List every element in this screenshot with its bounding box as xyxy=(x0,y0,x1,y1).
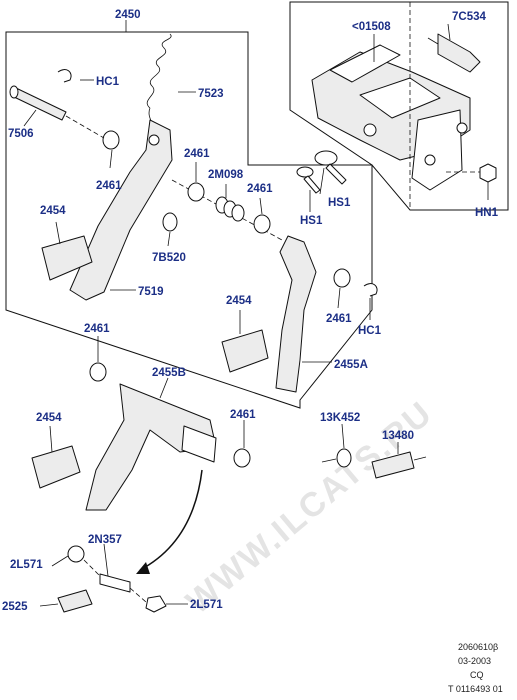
group-frame-2450 xyxy=(5,31,373,409)
label-2454-c: 2454 xyxy=(36,412,62,424)
pivot-pin xyxy=(9,85,67,121)
label-13k452: 13K452 xyxy=(320,412,360,424)
label-7506: 7506 xyxy=(8,128,34,140)
label-2454-a: 2454 xyxy=(40,205,66,217)
pedal-bracket xyxy=(311,44,471,191)
label-2461-b: 2461 xyxy=(96,180,122,192)
label-7b520: 7B520 xyxy=(152,252,186,264)
return-spring xyxy=(146,33,172,129)
label-hs1-a: HS1 xyxy=(328,197,351,209)
bush-5 xyxy=(89,362,107,382)
label-7523: 7523 xyxy=(198,88,224,100)
grommet-13k452 xyxy=(336,448,352,468)
footer-region: CQ xyxy=(470,670,484,680)
label-7c534: 7C534 xyxy=(452,11,486,23)
clip-hc1 xyxy=(57,69,72,83)
stop-bumper xyxy=(162,212,178,232)
bush-6 xyxy=(233,448,251,468)
label-2461-e: 2461 xyxy=(84,323,110,335)
label-2461-c: 2461 xyxy=(247,183,273,195)
label-2454-b: 2454 xyxy=(226,295,252,307)
label-2461-d: 2461 xyxy=(326,313,352,325)
bush xyxy=(102,130,120,150)
label-2450: 2450 xyxy=(115,9,141,21)
pedal-2455b xyxy=(85,383,215,511)
footer-date: 03-2003 xyxy=(458,656,491,666)
watermark: WWW.ILCATS.RU xyxy=(179,394,440,622)
label-2525: 2525 xyxy=(2,601,28,613)
label-2461-a: 2461 xyxy=(184,148,210,160)
switch-13480 xyxy=(371,451,415,479)
label-hs1-b: HS1 xyxy=(300,215,323,227)
label-13480: 13480 xyxy=(382,430,414,442)
clip-hc1-2 xyxy=(363,283,378,297)
label-hn1: HN1 xyxy=(475,207,499,219)
label-2455a: 2455A xyxy=(334,359,368,371)
label-hc1-bot: HC1 xyxy=(358,325,382,337)
brake-pedal xyxy=(275,235,317,393)
bracket-frame xyxy=(289,1,509,211)
bush-4 xyxy=(333,268,351,288)
bush-2 xyxy=(187,182,205,202)
label-2l571-b: 2L571 xyxy=(190,599,223,611)
footer-id: T 0116493 01 xyxy=(448,684,503,694)
label-2461-f: 2461 xyxy=(230,409,256,421)
label-2n357: 2N357 xyxy=(88,534,122,546)
brake-light-switch xyxy=(427,33,481,73)
label-2455b: 2455B xyxy=(152,367,186,379)
bush-3 xyxy=(253,214,271,234)
pedal-pad xyxy=(41,235,93,281)
label-2l571-a: 2L571 xyxy=(10,559,43,571)
connector-top xyxy=(67,545,85,563)
footer-code: 2060610β xyxy=(458,642,498,652)
label-hc1-top: HC1 xyxy=(96,76,120,88)
label-7519: 7519 xyxy=(138,286,164,298)
pedal-pad-2 xyxy=(221,329,269,373)
sensor-2525 xyxy=(57,589,93,613)
clutch-pedal xyxy=(69,119,173,301)
connector-bottom xyxy=(145,595,167,613)
bolt-hs1 xyxy=(296,150,347,194)
label-2m098: 2M098 xyxy=(208,169,244,181)
pedal-pad-3 xyxy=(31,445,81,489)
sensor-body xyxy=(99,573,131,593)
nut-hn1 xyxy=(479,163,497,183)
arrow-to-sensor xyxy=(139,469,203,571)
label-01508: <01508 xyxy=(352,21,391,33)
spring-2m098 xyxy=(215,196,245,222)
leader-lines xyxy=(23,23,489,607)
